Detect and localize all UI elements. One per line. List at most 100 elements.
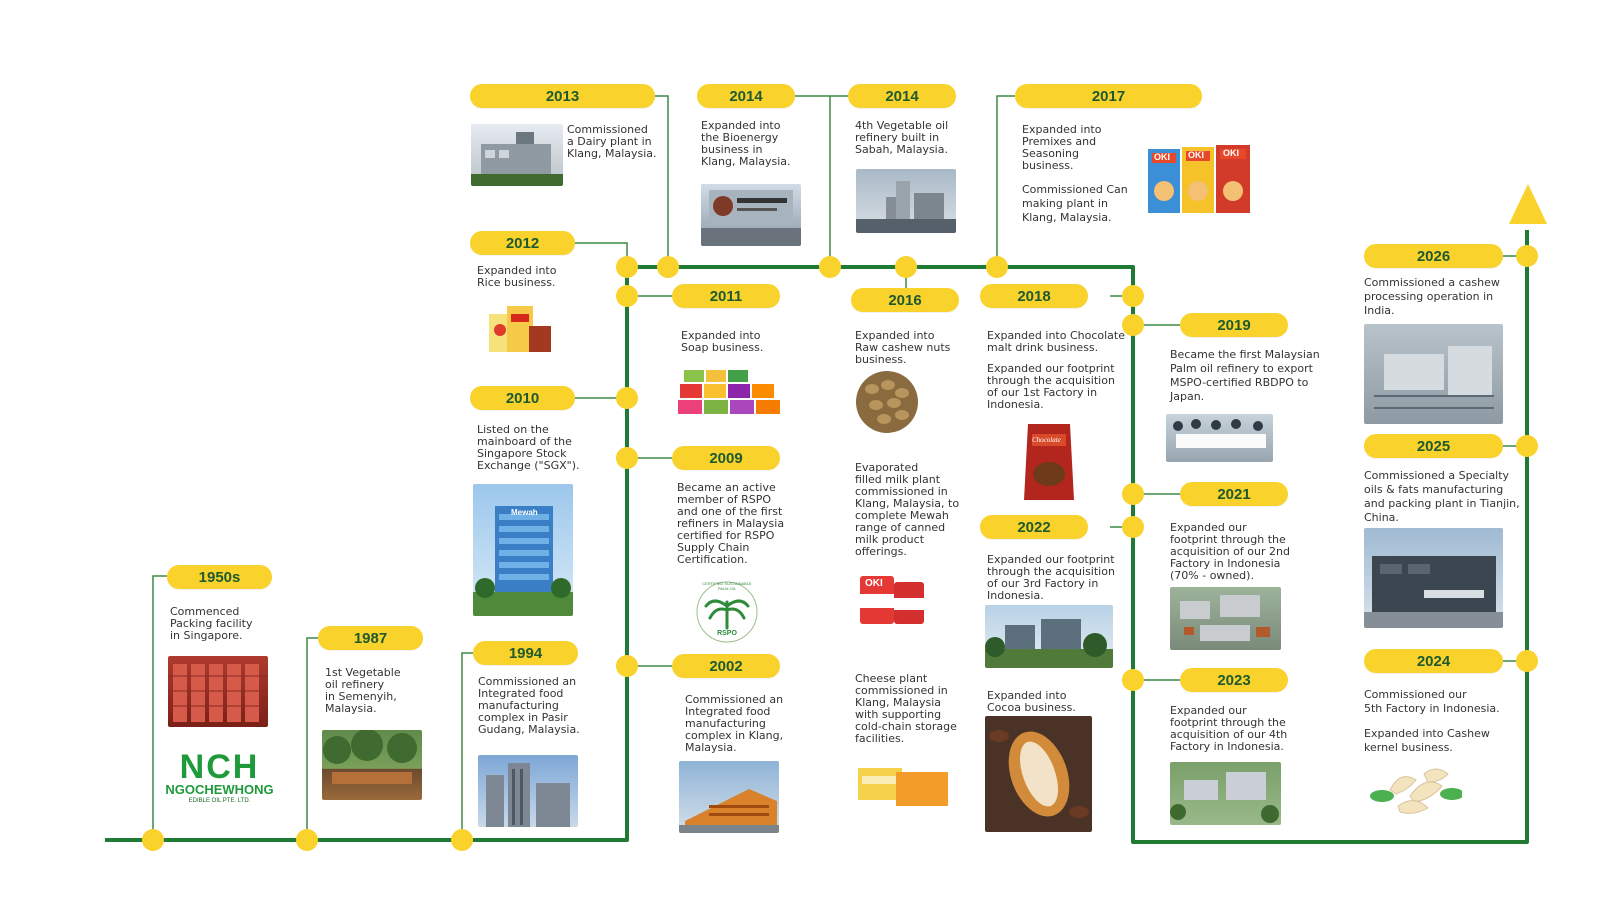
desc-2018-b: Expanded our footprint through the acqui… xyxy=(987,362,1115,411)
node-2017 xyxy=(986,256,1008,278)
year-pill-2026: 2026 xyxy=(1364,244,1503,268)
node-2009 xyxy=(616,447,638,469)
desc-2016: Expanded into Raw cashew nuts business. xyxy=(855,329,951,366)
complex-2002-photo xyxy=(679,761,779,833)
sgx-building-photo: Mewah xyxy=(473,484,573,616)
node-2021 xyxy=(1122,483,1144,505)
node-2011 xyxy=(616,285,638,307)
desc-2021: Expanded our footprint through the acqui… xyxy=(1170,521,1290,582)
cashew-kernel-photo xyxy=(1370,760,1462,820)
node-2010 xyxy=(616,387,638,409)
oki-can-label: OKI xyxy=(865,578,883,589)
year-pill-2016: 2016 xyxy=(851,288,959,312)
cocoa-photo xyxy=(985,716,1092,832)
rspo-text: RSPO xyxy=(717,630,737,637)
node-2002 xyxy=(616,655,638,677)
desc-1994: Commissioned an Integrated food manufact… xyxy=(478,675,580,736)
warehouse-photo xyxy=(168,656,268,727)
node-2012 xyxy=(616,256,638,278)
soap-products-photo xyxy=(676,368,784,420)
desc-2016-c: Cheese plant commissioned in Klang, Mala… xyxy=(855,672,957,745)
year-pill-2022: 2022 xyxy=(980,515,1088,539)
desc-2017: Expanded into Premixes and Seasoning bus… xyxy=(1022,123,1102,172)
desc-2014b: 4th Vegetable oil refinery built in Saba… xyxy=(855,119,949,156)
year-pill-2017: 2017 xyxy=(1015,84,1202,108)
cheese-products-photo xyxy=(856,762,951,810)
node-1994 xyxy=(451,829,473,851)
node-2018 xyxy=(1122,285,1144,307)
year-pill-2019: 2019 xyxy=(1180,313,1288,337)
desc-2022-b: Expanded into Cocoa business. xyxy=(987,689,1076,714)
raw-cashew-photo xyxy=(856,371,918,433)
node-2013 xyxy=(657,256,679,278)
desc-2018: Expanded into Chocolate malt drink busin… xyxy=(987,329,1125,354)
chocolate-malt-pack: Chocolate xyxy=(1020,420,1078,504)
desc-2024: Commissioned our 5th Factory in Indonesi… xyxy=(1364,688,1500,715)
year-pill-2012: 2012 xyxy=(470,231,575,255)
desc-2023: Expanded our footprint through the acqui… xyxy=(1170,704,1288,753)
dairy-plant-photo xyxy=(471,124,563,186)
node-2024 xyxy=(1516,650,1538,672)
year-pill-2023: 2023 xyxy=(1180,668,1288,692)
year-pill-2010: 2010 xyxy=(470,386,575,410)
year-pill-2011: 2011 xyxy=(672,284,780,308)
desc-2016-b: Evaporated filled milk plant commissione… xyxy=(855,461,960,558)
year-pill-2025: 2025 xyxy=(1364,434,1503,458)
node-2022 xyxy=(1122,516,1144,538)
mewah-sign: Mewah xyxy=(511,508,538,517)
year-pill-2018: 2018 xyxy=(980,284,1088,308)
desc-2002: Commissioned an Integrated food manufact… xyxy=(685,693,784,754)
oki-label-1: OKI xyxy=(1154,152,1171,162)
oki-label-3: OKI xyxy=(1223,148,1240,158)
year-pill-1994: 1994 xyxy=(473,641,578,665)
refinery-1987-photo xyxy=(322,730,422,800)
node-2025 xyxy=(1516,435,1538,457)
desc-2012: Expanded into Rice business. xyxy=(477,264,557,289)
node-2014a xyxy=(819,256,841,278)
node-2026 xyxy=(1516,245,1538,267)
desc-2010: Listed on the mainboard of the Singapore… xyxy=(477,423,580,472)
year-pill-2009: 2009 xyxy=(672,446,780,470)
complex-1994-photo xyxy=(478,755,578,827)
node-2023 xyxy=(1122,669,1144,691)
timeline-path xyxy=(105,230,1529,844)
year-pill-2013: 2013 xyxy=(470,84,655,108)
bioenergy-photo xyxy=(701,184,801,246)
oki-premix-boxes: OKI OKI OKI xyxy=(1146,143,1254,217)
year-pill-2021: 2021 xyxy=(1180,482,1288,506)
node-2016 xyxy=(895,256,917,278)
year-pill-2024: 2024 xyxy=(1364,649,1503,673)
desc-2025: Commissioned a Specialty oils & fats man… xyxy=(1364,469,1520,524)
desc-2022: Expanded our footprint through the acqui… xyxy=(987,553,1115,602)
desc-2019: Became the first Malaysian Palm oil refi… xyxy=(1170,348,1320,403)
connector-lines xyxy=(152,95,1527,840)
rice-bags-photo xyxy=(487,300,557,355)
rspo-ring-text: CERTIFIED SUSTAINABLE PALM OIL xyxy=(702,581,752,591)
node-2019 xyxy=(1122,314,1144,336)
timeline-nodes xyxy=(142,245,1538,851)
timeline-arrow-icon xyxy=(1509,184,1547,224)
desc-1987: 1st Vegetable oil refinery in Semenyih, … xyxy=(325,666,401,715)
factory-4th-indonesia-photo xyxy=(1170,762,1281,825)
node-1987 xyxy=(296,829,318,851)
factory-2nd-indonesia-photo xyxy=(1170,587,1281,650)
chocolate-label: Chocolate xyxy=(1032,436,1061,444)
sabah-refinery-photo xyxy=(856,169,956,233)
oki-label-2: OKI xyxy=(1188,150,1205,160)
evaporated-milk-cans: OKI xyxy=(856,572,926,628)
desc-2014a: Expanded into the Bioenergy business in … xyxy=(701,119,791,168)
desc-2024-b: Expanded into Cashew kernel business. xyxy=(1364,727,1490,754)
year-pill-2014a: 2014 xyxy=(697,84,795,108)
desc-2017-b: Commissioned Can making plant in Klang, … xyxy=(1022,183,1128,224)
year-pill-2002: 2002 xyxy=(672,654,780,678)
desc-2013: Commissioned a Dairy plant in Klang, Mal… xyxy=(567,123,657,160)
desc-1950s: Commenced Packing facility in Singapore. xyxy=(170,605,253,642)
cashew-processing-photo xyxy=(1364,324,1503,424)
mspo-export-photo xyxy=(1166,414,1273,462)
factory-3rd-indonesia-photo xyxy=(985,605,1113,668)
desc-2026: Commissioned a cashew processing operati… xyxy=(1364,276,1500,317)
tianjin-plant-photo xyxy=(1364,528,1503,628)
desc-2011: Expanded into Soap business. xyxy=(681,329,764,354)
desc-2009: Became an active member of RSPO and one … xyxy=(677,481,785,566)
